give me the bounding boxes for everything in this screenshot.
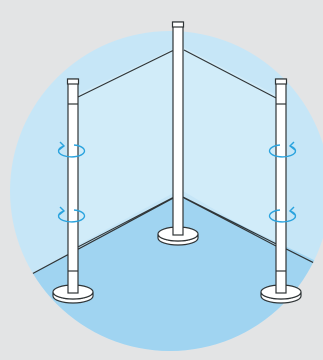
panel-bottom-left — [75, 196, 175, 249]
post-left-shaft — [67, 78, 79, 294]
floor — [10, 195, 323, 351]
rotate-arrow-icon — [57, 206, 86, 223]
panel-top-left — [75, 49, 175, 99]
glass-panel-left — [72, 47, 177, 248]
rotate-arrow-icon — [268, 206, 297, 223]
panel-top-right — [183, 49, 279, 100]
post-left-cap — [66, 78, 80, 85]
post-right-shaft — [275, 78, 287, 294]
post-center-shaft — [172, 21, 184, 236]
post-center-cap — [171, 21, 185, 28]
post-left — [52, 78, 94, 304]
floor-edge-right — [178, 194, 323, 268]
rotate-arrow-icon — [57, 141, 86, 158]
post-right — [260, 78, 302, 304]
post-center — [157, 21, 199, 246]
rotate-arrow-icon — [268, 141, 297, 158]
post-right-cap — [274, 78, 288, 85]
panel-bottom-right — [183, 197, 277, 247]
floor-edge-left — [29, 194, 180, 276]
glass-panel-right — [183, 47, 280, 248]
